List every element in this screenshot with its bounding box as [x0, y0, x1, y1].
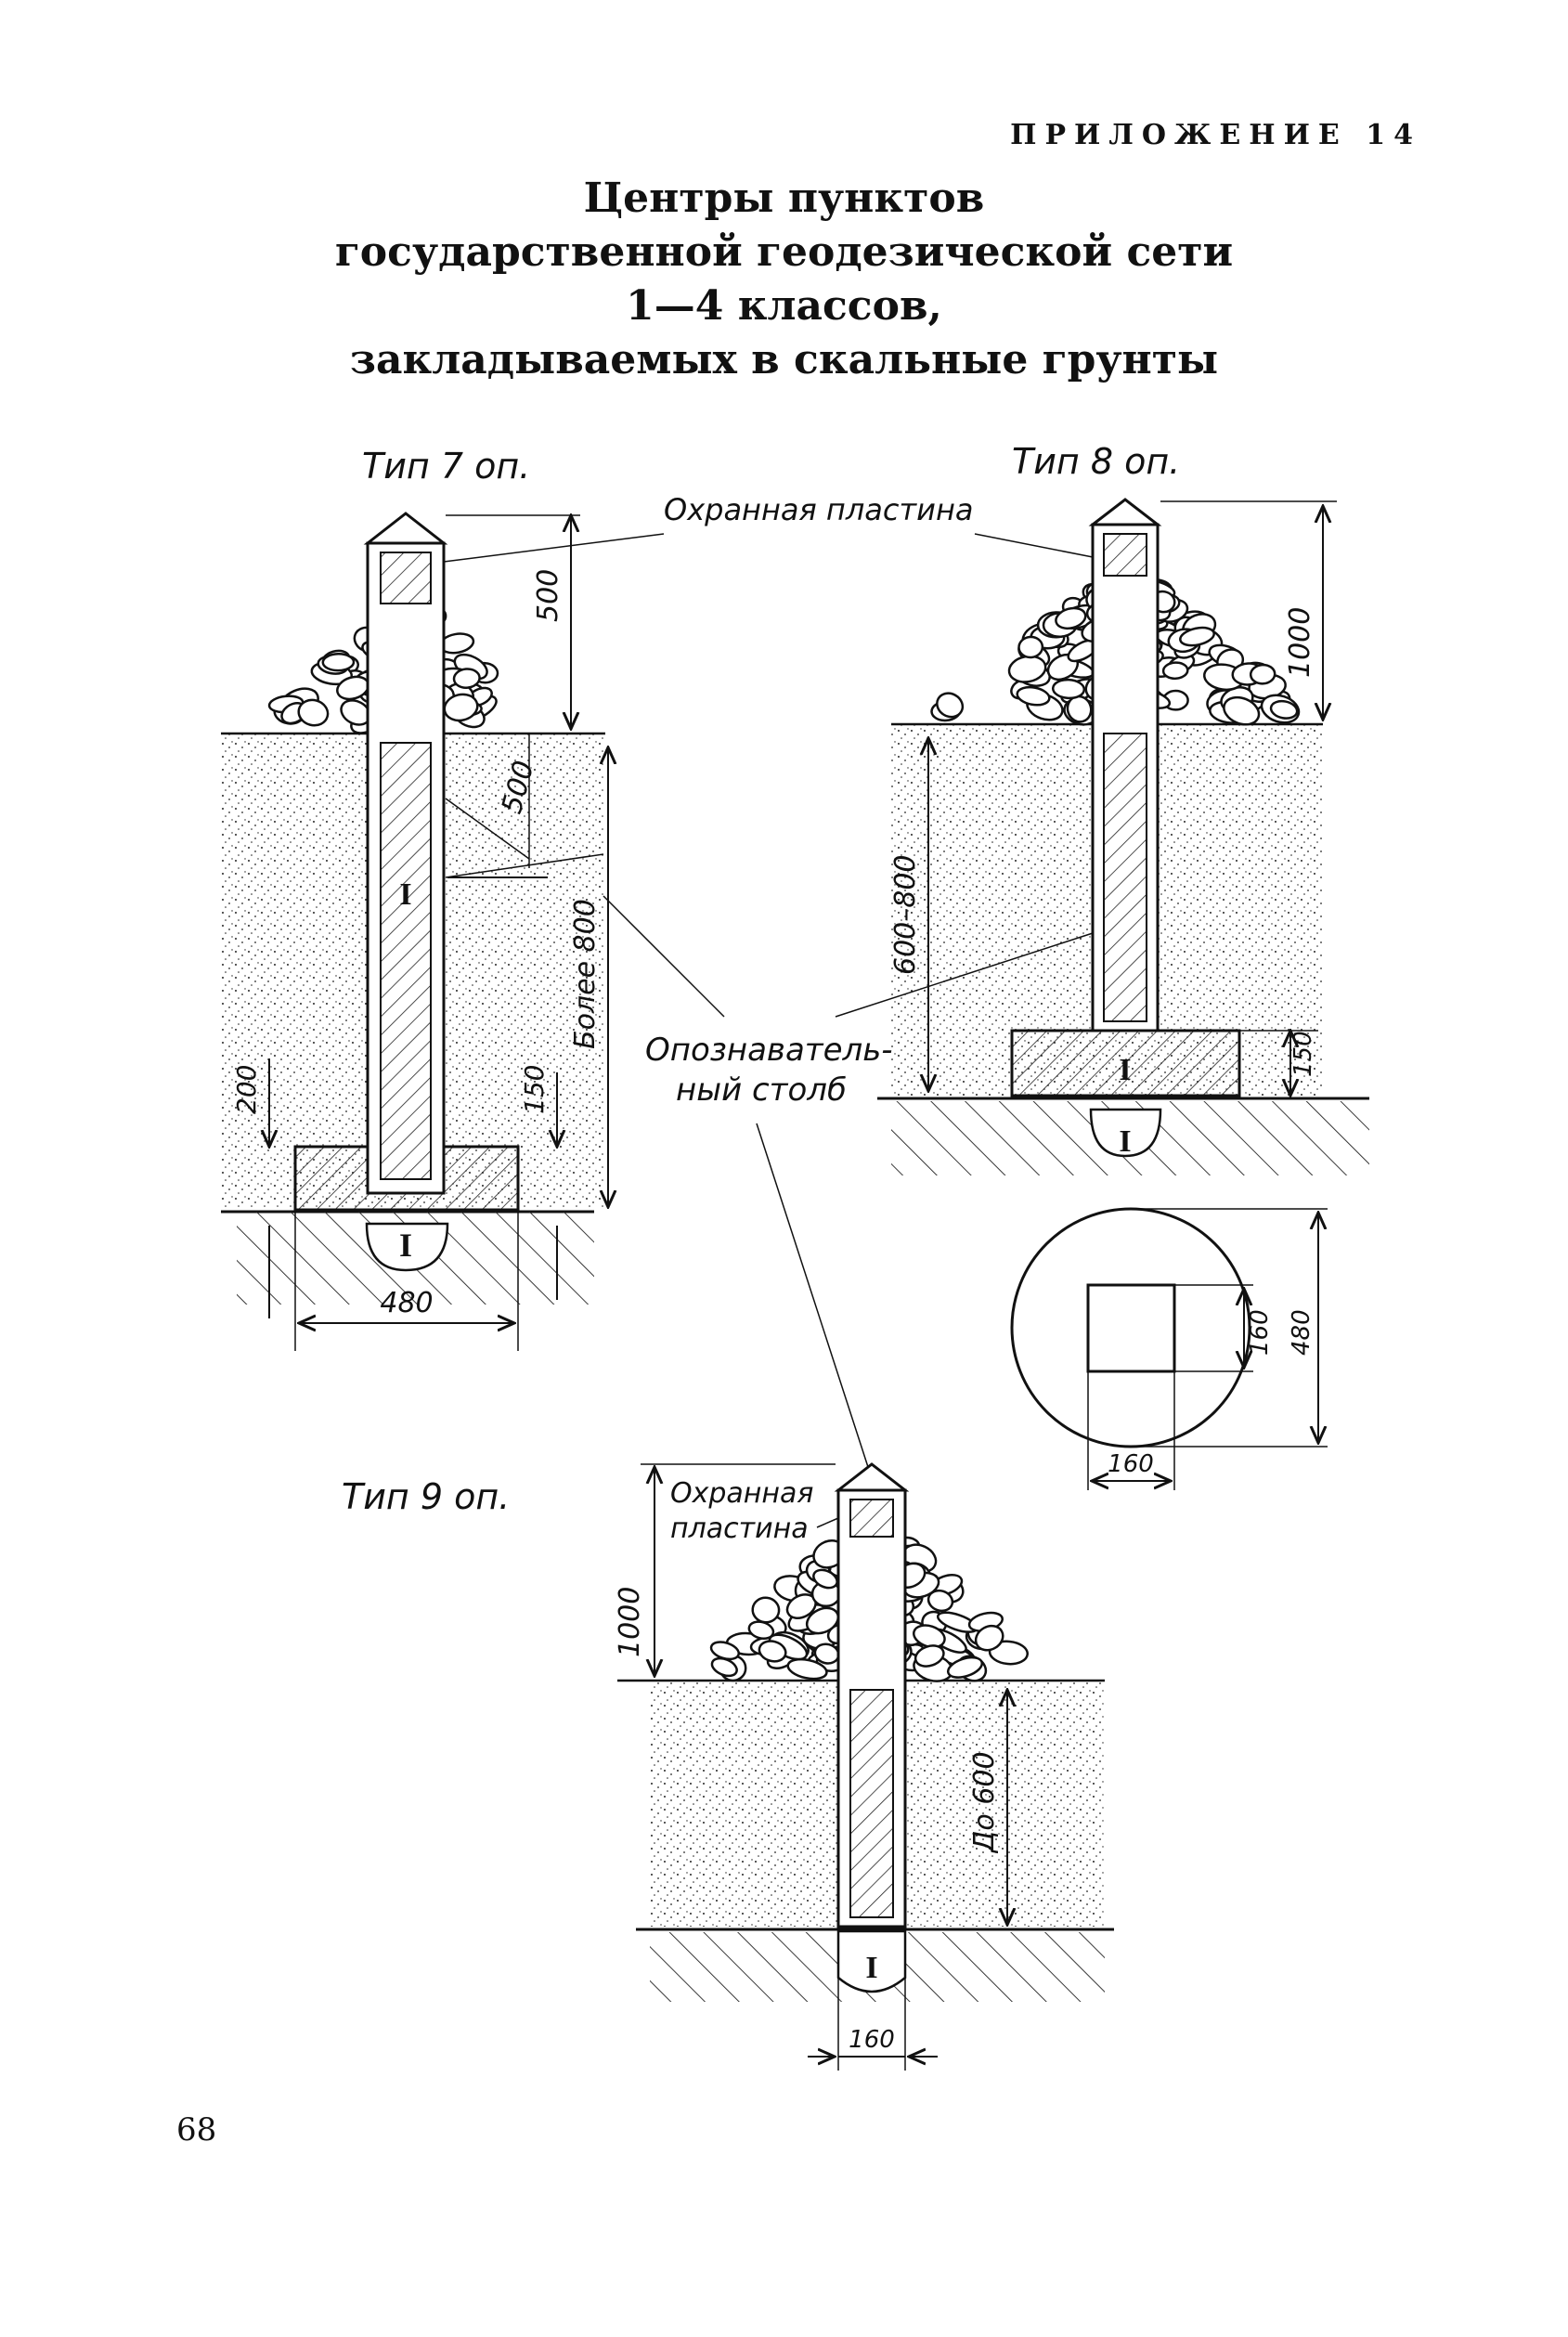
plan-dim-160-horizontal: 160: [1108, 1450, 1154, 1478]
callouts: Охранная пластина Опознаватель- ный стол…: [443, 492, 1094, 1545]
appendix-label: ПРИЛОЖЕНИЕ 14: [1010, 119, 1421, 151]
type-8-base-slab: [1010, 1029, 1241, 1097]
stone: [1055, 606, 1087, 630]
stone: [786, 1657, 828, 1681]
stone: [946, 1655, 984, 1679]
type-8-benchmark-icon: I: [1119, 1124, 1131, 1159]
type-8-label: Тип 8 оп.: [1012, 441, 1180, 482]
stone: [812, 1568, 838, 1590]
plan-square: [1086, 1283, 1176, 1373]
type-8-dim-top: 1000: [1284, 607, 1316, 678]
title-line-1: Центры пунктов: [583, 175, 985, 222]
type-7-benchmark-icon: I: [399, 1227, 412, 1264]
stone: [709, 1641, 740, 1661]
type-7-anchor-pit: [365, 1222, 449, 1272]
callout-marker-post-line-2: ный столб: [676, 1071, 847, 1109]
callout-marker-post-line-1: Опознаватель-: [645, 1032, 893, 1069]
plan-dim-160-vertical: 160: [1246, 1309, 1274, 1356]
type-7-drawing: I I Тип 7 оп. 500 500 Более 800 200 150 …: [221, 446, 608, 1351]
stone: [1051, 678, 1086, 700]
title-line-2: государственной геодезической сети: [334, 228, 1234, 276]
stone: [914, 1644, 945, 1668]
stone: [974, 1624, 1004, 1652]
stone: [321, 653, 356, 672]
stone: [1016, 685, 1051, 707]
type-8-drawing: I I Тип 8 оп. 1000 600–800 150: [877, 441, 1369, 1175]
stone: [747, 1620, 775, 1641]
type-7-dim-top: 500: [532, 569, 564, 622]
stone: [1179, 626, 1215, 647]
type-7-label: Тип 7 оп.: [362, 446, 530, 487]
stone: [1017, 635, 1044, 659]
type-9-drawing: I Тип 9 оп. 1000 До 600 160: [342, 1462, 1114, 2071]
stone: [452, 668, 481, 689]
callout-protective-plate-type9-line-2: пластина: [670, 1513, 809, 1545]
type-9-dim-top: 1000: [614, 1587, 646, 1657]
stone: [927, 1589, 954, 1613]
type-7-cap: [363, 512, 448, 545]
stone: [1161, 661, 1189, 681]
plan-dim-480: 480: [1288, 1309, 1315, 1356]
stone: [297, 698, 330, 727]
type-8-cap: [1088, 498, 1162, 526]
type-8-mark-icon: I: [1119, 1053, 1131, 1087]
page-number: 68: [176, 2111, 217, 2149]
title-line-3: 1—4 классов,: [626, 282, 942, 330]
page-title: Центры пунктов государственной геодезиче…: [0, 172, 1568, 387]
type-9-label: Тип 9 оп.: [342, 1476, 510, 1517]
type-7-dim-200: 200: [231, 1065, 262, 1114]
stone: [758, 1640, 787, 1663]
type-8-anchor-pit: [1089, 1108, 1162, 1158]
stone: [1269, 699, 1299, 720]
stone: [1223, 695, 1261, 726]
type-9-dim-depth: До 600: [968, 1751, 1001, 1854]
type-7-mark-icon: I: [399, 877, 411, 912]
callout-protective-plate-type9-line-1: Охранная: [670, 1477, 813, 1510]
plan-view-drawing: 160 480 160: [1010, 1207, 1328, 1490]
stone: [936, 692, 965, 719]
type-9-cap: [834, 1462, 910, 1492]
stone: [1249, 663, 1276, 685]
type-8-dim-150: 150: [1289, 1031, 1317, 1077]
title-line-4: закладываемых в скальные грунты: [349, 336, 1219, 383]
type-7-dim-depth: Более 800: [569, 899, 602, 1049]
type-7-dim-150: 150: [519, 1065, 550, 1114]
type-9-benchmark-icon: I: [865, 1951, 877, 1985]
type-8-dim-depth: 600–800: [889, 854, 922, 975]
type-9-dim-width: 160: [849, 2026, 895, 2054]
callout-protective-plate: Охранная пластина: [664, 492, 973, 527]
type-7-dim-width: 480: [380, 1287, 433, 1319]
